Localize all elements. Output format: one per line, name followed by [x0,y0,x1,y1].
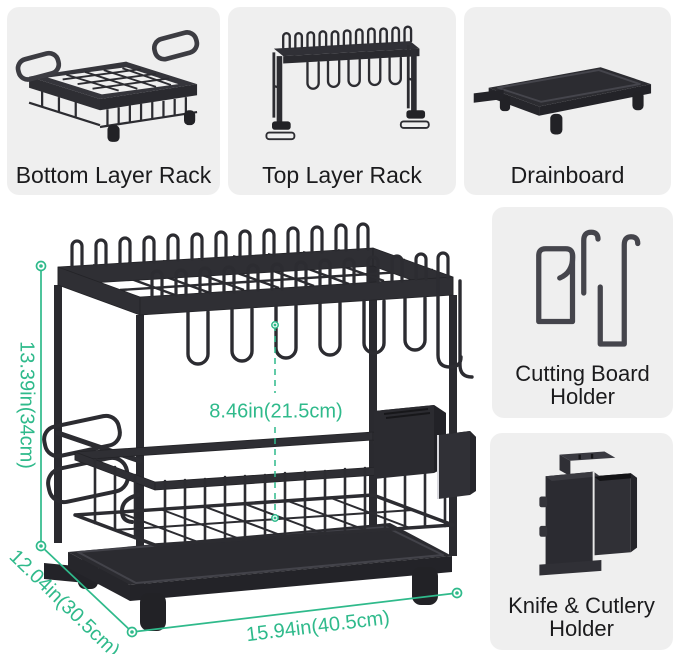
clearance-dimension-label: 8.46in(21.5cm) [209,400,343,423]
panel-label-knife-cutlery-holder: Knife & Cutlery Holder [508,592,655,641]
top-tier-prongs [70,222,450,298]
knife-cutlery-holder-icon [490,433,673,594]
panel-label-cutting-board-holder: Cutting Board Holder [515,360,650,409]
side-hooks [436,271,474,379]
top-tier-frame [57,247,454,316]
panel-drainboard: Drainboard [464,7,671,195]
depth-dimension-line [40,545,133,633]
cutting-board-holder-icon [492,207,673,362]
panel-label-drainboard: Drainboard [510,161,625,188]
drainboard-icon [464,7,671,163]
width-dimension-line [131,592,458,633]
cutlery-cup-accessory [437,431,476,499]
dish-rack-drawing [35,222,476,638]
panel-top-layer-rack: Top Layer Rack [228,7,456,195]
dimension-endpoints [35,260,463,638]
panel-bottom-layer-rack: Bottom Layer Rack [7,7,220,195]
panel-cutting-board-holder: Cutting Board Holder [492,207,673,418]
height-dimension-label: 13.39in(34cm) [15,341,38,469]
dimension-lines [35,260,463,638]
main-product-illustration: 13.39in(34cm) 8.46in(21.5cm) 12.04in(30.… [0,195,490,654]
panel-knife-cutlery-holder: Knife & Cutlery Holder [490,433,673,650]
drainboard-tray [44,523,452,601]
hanging-cup-loops [186,271,474,379]
top-layer-rack-icon [228,7,456,163]
knife-holder-accessory [374,405,446,479]
bottom-layer-rack-icon [7,7,220,163]
panel-label-top-layer-rack: Top Layer Rack [262,161,422,188]
panel-label-bottom-layer-rack: Bottom Layer Rack [15,161,212,188]
